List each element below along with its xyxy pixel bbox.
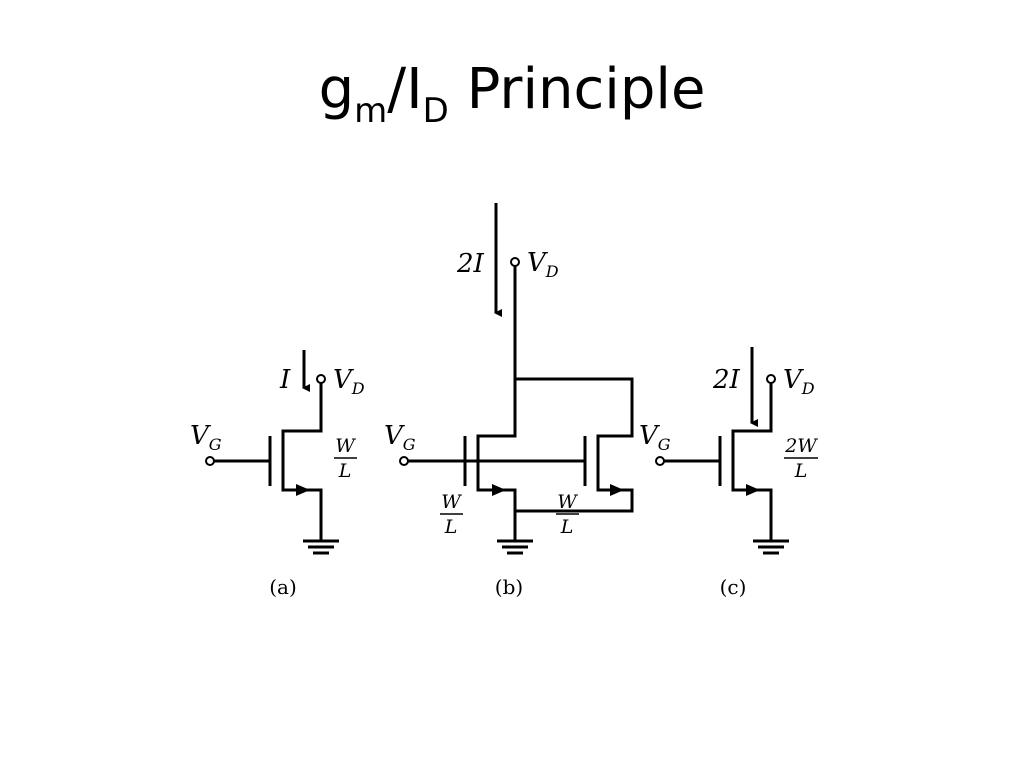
caption-a: (a) (269, 575, 297, 599)
size-ratio-c: 2W L (784, 435, 818, 482)
svg-text:W: W (335, 435, 356, 457)
source-arrow-b1 (492, 484, 506, 496)
title-g: g (318, 57, 355, 122)
size-ratio-b1: W L (440, 491, 463, 538)
vg-terminal-c (655, 456, 665, 466)
caption-c: (c) (720, 575, 747, 599)
slide-title: gm/ID Principle (0, 62, 1024, 131)
svg-text:W: W (557, 491, 578, 513)
title-sub-m: m (354, 91, 388, 131)
drain-source-wire-a (281, 383, 323, 540)
vg-label-b-right: VG (639, 421, 671, 454)
svg-text:L: L (444, 516, 458, 538)
svg-text:L: L (560, 516, 574, 538)
circuit-a: I VD VG W L (a) (190, 350, 365, 599)
vg-terminal-a (205, 456, 215, 466)
size-ratio-b2: W L (556, 491, 579, 538)
vd-terminal-c (766, 374, 776, 384)
size-ratio-a: W L (334, 435, 357, 482)
vd-terminal-b (510, 257, 520, 267)
current-label-b: 2I (456, 249, 485, 279)
source-arrow-b2 (610, 484, 624, 496)
svg-text:2W: 2W (784, 435, 818, 457)
circuit-b: 2I VD VG VG W L W L (b) (384, 203, 671, 599)
vg-terminal-b (399, 456, 409, 466)
title-slash-i: /I (387, 57, 423, 122)
vd-label-a: VD (333, 365, 365, 398)
vd-terminal-a (316, 374, 326, 384)
circuit-c: 2I VD 2W L (c) (655, 347, 818, 599)
vd-label-b: VD (527, 248, 559, 281)
svg-text:L: L (794, 460, 808, 482)
vd-label-c: VD (783, 365, 815, 398)
caption-b: (b) (495, 575, 523, 599)
title-rest: Principle (448, 57, 706, 122)
ground-b (497, 539, 533, 555)
svg-text:W: W (441, 491, 462, 513)
ground-c (753, 539, 789, 555)
vg-label-b: VG (384, 421, 416, 454)
svg-text:L: L (338, 460, 352, 482)
source-arrow-a (296, 484, 310, 496)
title-sub-d: D (422, 91, 449, 131)
ground-a (303, 539, 339, 555)
vg-label-a: VG (190, 421, 222, 454)
current-label-a: I (279, 365, 291, 395)
source-arrow-c (746, 484, 760, 496)
current-label-c: 2I (712, 365, 741, 395)
